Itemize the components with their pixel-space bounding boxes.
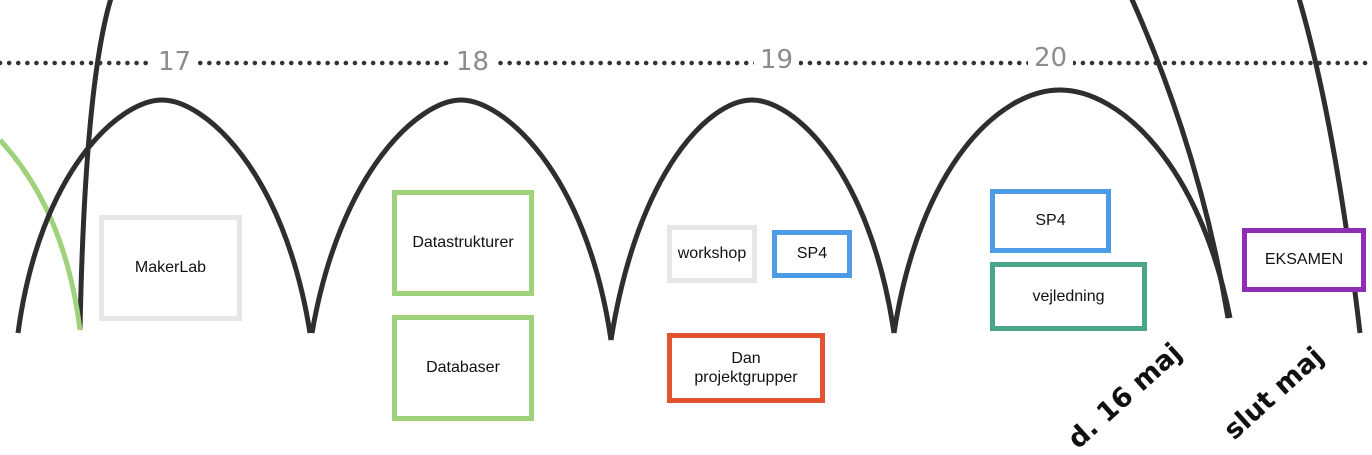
datastrukturer-label: Datastrukturer [412,234,514,252]
large-arc-left [77,0,114,331]
week-19-arc [608,97,897,341]
eksamen-label: EKSAMEN [1264,251,1344,269]
week-label-19: 19 [754,45,800,75]
datastrukturer-box[interactable]: Datastrukturer [392,190,534,296]
week-label-18: 18 [450,47,496,77]
week-20-arc [891,87,1233,334]
vejledning-box[interactable]: vejledning [990,262,1147,331]
sp4-week19-label: SP4 [796,245,828,263]
sp4-week19-box[interactable]: SP4 [772,230,852,278]
workshop-box[interactable]: workshop [667,225,757,283]
databaser-label: Databaser [426,359,500,377]
makerlab-label: MakerLab [134,259,207,277]
week-label-20: 20 [1028,43,1074,73]
week-17-arc [15,97,313,334]
dan-projektgrupper-box[interactable]: Dan projektgrupper [667,333,825,403]
timeline-diagram [0,0,1372,341]
sp4-week20-label: SP4 [1035,212,1066,230]
week-label-17: 17 [152,47,198,77]
dan-projektgrupper-label: Dan projektgrupper [694,349,798,386]
makerlab-box[interactable]: MakerLab [99,215,242,321]
vejledning-label: vejledning [1032,287,1105,305]
green-arc [0,138,83,331]
workshop-label: workshop [677,245,747,263]
sp4-week20-box[interactable]: SP4 [990,189,1111,253]
week-18-arc [309,97,614,341]
databaser-box[interactable]: Databaser [392,315,534,421]
eksamen-box[interactable]: EKSAMEN [1242,228,1366,292]
